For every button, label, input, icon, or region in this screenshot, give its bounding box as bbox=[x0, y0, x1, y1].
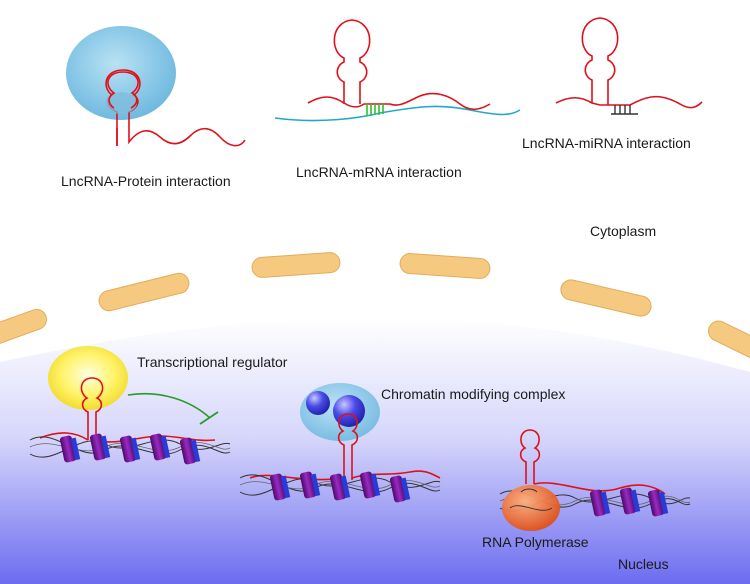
histones-2 bbox=[269, 471, 411, 503]
mirna-base-pairs bbox=[614, 105, 631, 114]
histones-3 bbox=[589, 487, 669, 517]
protein-binding-pocket bbox=[105, 92, 137, 114]
mrna-strand bbox=[274, 105, 521, 122]
protein-interaction-figure bbox=[66, 26, 246, 147]
nucleus-region bbox=[0, 318, 750, 584]
mirna-hairpin bbox=[581, 17, 619, 105]
label-cytoplasm: Cytoplasm bbox=[590, 223, 657, 239]
mrna-hairpin bbox=[333, 19, 371, 104]
label-transcriptional-regulator: Transcriptional regulator bbox=[137, 354, 288, 370]
protein-blob bbox=[66, 26, 176, 120]
label-protein-interaction: LncRNA-Protein interaction bbox=[61, 173, 231, 189]
mirna-interaction-figure bbox=[555, 17, 703, 115]
complex-subunit-1 bbox=[306, 391, 330, 415]
complex-subunit-2 bbox=[333, 395, 365, 427]
label-nucleus: Nucleus bbox=[618, 556, 669, 572]
nuclear-envelope bbox=[0, 252, 750, 364]
label-rna-polymerase: RNA Polymerase bbox=[482, 534, 589, 550]
label-mrna-interaction: LncRNA-mRNA interaction bbox=[296, 164, 462, 180]
chromatin-complex-figure bbox=[249, 383, 441, 481]
label-chromatin-complex: Chromatin modifying complex bbox=[381, 386, 566, 402]
mrna-interaction-figure bbox=[274, 19, 521, 122]
polymerase-figure bbox=[502, 429, 666, 531]
inhibition-arrow bbox=[127, 392, 211, 419]
label-mirna-interaction: LncRNA-miRNA interaction bbox=[522, 135, 691, 151]
histones-1 bbox=[59, 433, 201, 465]
mrna-base-pairs bbox=[366, 104, 384, 116]
